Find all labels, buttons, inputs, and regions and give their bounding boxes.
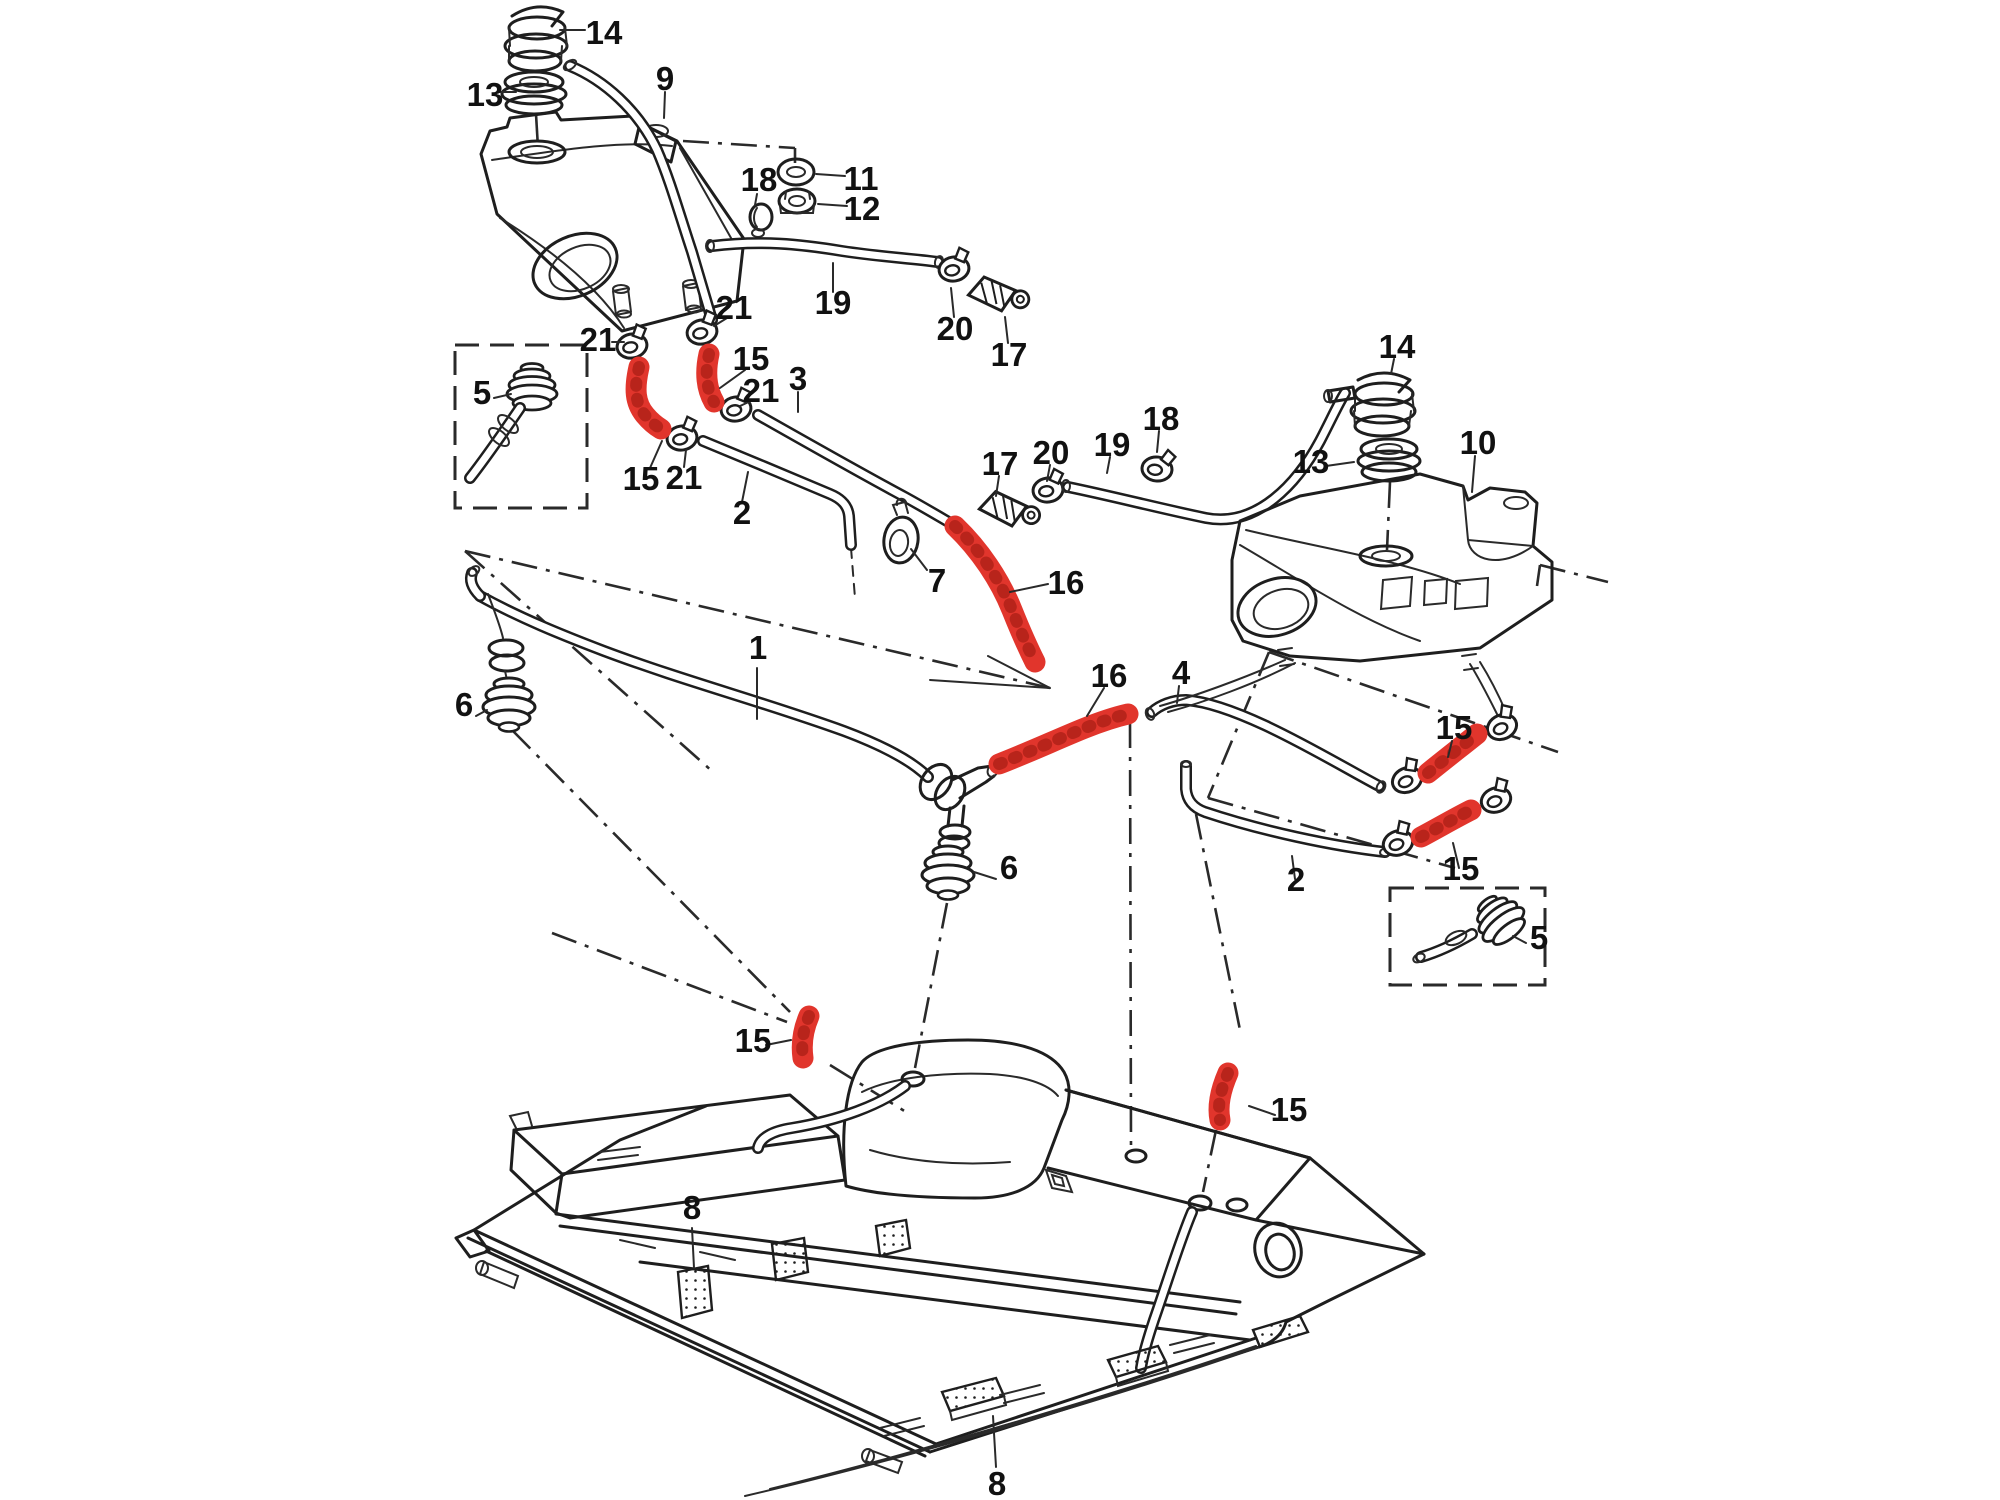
part-callout-15-11: 15 (733, 340, 770, 377)
red-hose-16 (988, 703, 1139, 775)
clamp-20-left (934, 244, 975, 285)
red-hose-15 (1417, 723, 1488, 784)
part-callout-18-3: 18 (741, 161, 778, 198)
grommet-5 (505, 362, 559, 412)
panel-left-box (508, 1093, 847, 1220)
connector-17-left (965, 273, 1033, 316)
part-callout-6-30: 6 (455, 686, 473, 723)
construction-lines (464, 113, 1609, 1193)
part-callout-20-19: 20 (1033, 434, 1070, 471)
reservoir-cap-right (1323, 371, 1417, 438)
part-callout-18-21: 18 (1143, 400, 1180, 437)
washer-tube-9 (562, 58, 718, 326)
part-callout-17-18: 17 (982, 445, 1019, 482)
red-hose-15 (791, 1005, 820, 1069)
part-callout-12-5: 12 (844, 190, 881, 227)
part-callout-6-31: 6 (1000, 849, 1018, 886)
red-hose-15 (625, 356, 672, 440)
part-callout-19-6: 19 (815, 284, 852, 321)
part-callout-15-15: 15 (623, 460, 660, 497)
part-callout-21-10: 21 (580, 321, 617, 358)
hose-19-right (1061, 387, 1351, 526)
inset-detail-box-left (453, 343, 589, 510)
red-hose-15 (696, 343, 725, 413)
grommet-6-left (481, 676, 537, 733)
hose-3 (752, 409, 958, 530)
highlighted-hoses (625, 343, 1488, 1131)
part-callout-8-38: 8 (683, 1189, 701, 1226)
left-reservoir-assembly (453, 5, 1033, 551)
part-callout-16-24: 16 (1091, 657, 1128, 694)
leader-lines (475, 29, 1527, 1468)
grommet-18-left (748, 202, 774, 238)
hose-1 (465, 565, 934, 783)
part-callout-7-22: 7 (928, 562, 946, 599)
part-callout-15-34: 15 (1443, 850, 1480, 887)
reservoir-seal-left (500, 70, 568, 116)
inset-detail-box-right (1388, 883, 1547, 987)
part-callout-21-9: 21 (716, 289, 753, 326)
part-callout-13-1: 13 (467, 76, 504, 113)
reservoir-cap-left (503, 5, 569, 73)
part-callout-20-7: 20 (937, 310, 974, 347)
washer-11 (776, 157, 816, 187)
part-callout-14-0: 14 (586, 14, 623, 51)
part-callout-9-2: 9 (656, 60, 674, 97)
part-callout-1-29: 1 (749, 629, 767, 666)
part-callout-21-12: 21 (743, 372, 780, 409)
part-callout-3-13: 3 (789, 360, 807, 397)
right-reservoir-tank-10 (1230, 472, 1554, 663)
middle-hose-assembly (465, 387, 1387, 901)
part-callout-13-27: 13 (1293, 443, 1330, 480)
panel-right-section (1046, 1088, 1426, 1348)
part-callout-5-14: 5 (473, 374, 491, 411)
reservoir-seal-right (1356, 437, 1422, 483)
part-callout-15-32: 15 (1436, 709, 1473, 746)
part-callout-16-23: 16 (1048, 564, 1085, 601)
clamp-7 (882, 497, 920, 565)
part-callout-10-28: 10 (1460, 424, 1497, 461)
clamp-18-right (1139, 446, 1178, 485)
hose-2-left (697, 435, 857, 551)
part-callout-8-39: 8 (988, 1465, 1006, 1500)
part-callout-17-8: 17 (991, 336, 1028, 373)
part-callout-2-33: 2 (1287, 861, 1305, 898)
grommet-6-middle (920, 844, 976, 901)
part-callout-11-4: 11 (844, 160, 879, 197)
part-callout-15-36: 15 (735, 1022, 772, 1059)
part-callout-14-26: 14 (1379, 328, 1416, 365)
tank-nipple (612, 287, 632, 316)
part-callout-5-35: 5 (1530, 919, 1548, 956)
part-callout-2-17: 2 (733, 494, 751, 531)
y-connector (918, 762, 1000, 852)
part-callout-15-37: 15 (1271, 1091, 1308, 1128)
red-hose-15 (1208, 1062, 1239, 1131)
right-reservoir-assembly (1159, 371, 1554, 987)
nut-12 (777, 187, 817, 215)
floor-panel (454, 1038, 1426, 1497)
part-callout-4-25: 4 (1172, 654, 1191, 691)
part-callout-19-20: 19 (1094, 426, 1131, 463)
mounting-pads-8 (676, 1218, 1310, 1422)
panel-center-hump (842, 1038, 1074, 1200)
red-hose-15 (1410, 799, 1482, 848)
hose-19-left (705, 237, 945, 269)
red-hose-16 (944, 515, 1046, 673)
part-callout-21-16: 21 (666, 459, 703, 496)
